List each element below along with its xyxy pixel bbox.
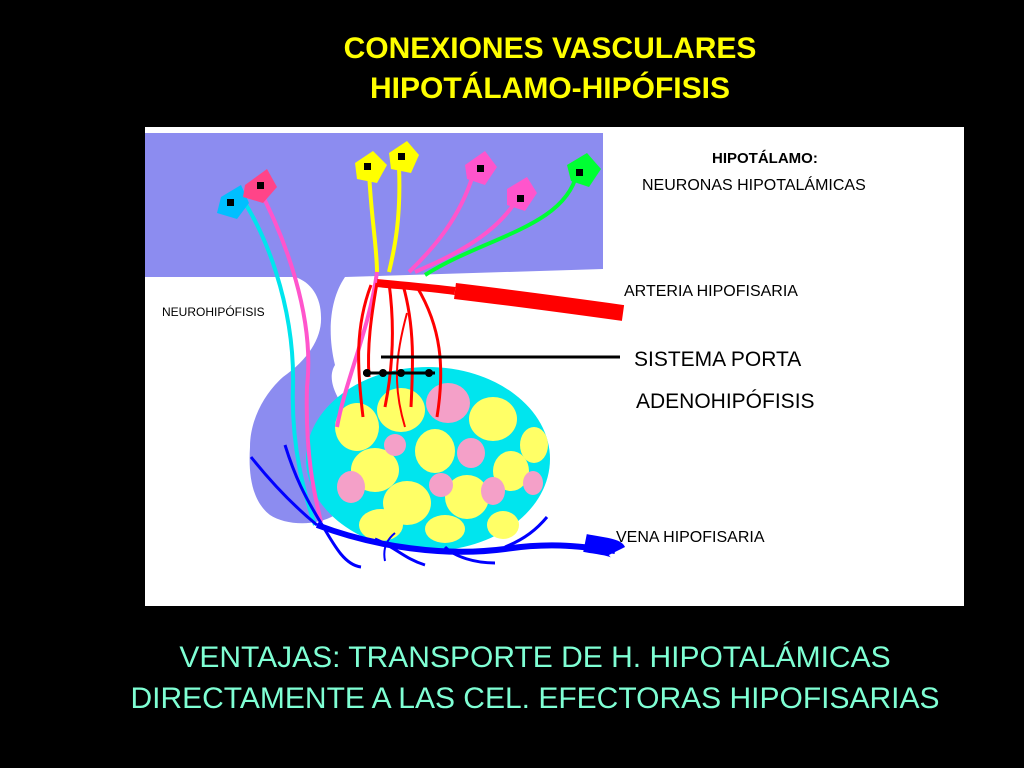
neuron-icon-green <box>567 153 601 187</box>
neuron-icon-yellow <box>389 141 419 173</box>
adenohypophysis-label: ADENOHIPÓFISIS <box>636 390 815 413</box>
neuron-icon-magenta <box>243 169 277 203</box>
neuron-icon-yellow <box>355 151 387 183</box>
footer-line-2: DIRECTAMENTE A LAS CEL. EFECTORAS HIPOFI… <box>130 682 940 715</box>
title-line-1: CONEXIONES VASCULARES <box>343 32 757 65</box>
vein-label: VENA HIPOFISARIA <box>616 529 765 546</box>
neuron-icon-magenta <box>465 151 497 185</box>
hypothalamic-neurons-label: NEURONAS HIPOTALÁMICAS <box>642 177 866 194</box>
portal-system-label: SISTEMA PORTA <box>634 348 802 371</box>
artery-label: ARTERIA HIPOFISARIA <box>624 283 798 300</box>
hypophyseal-artery <box>357 279 625 428</box>
title-line-2: HIPOTÁLAMO-HIPÓFISIS <box>370 72 730 105</box>
neurohypophysis-label: NEUROHIPÓFISIS <box>162 305 265 319</box>
neuron-icon-cyan <box>217 185 249 219</box>
hypothalamus-label: HIPOTÁLAMO: <box>712 150 818 167</box>
adenohypophysis-gland <box>306 367 550 551</box>
footer-line-1: VENTAJAS: TRANSPORTE DE H. HIPOTALÁMICAS <box>179 641 891 674</box>
hypophyseal-vein <box>249 444 626 569</box>
portal-system-pointer <box>363 355 620 377</box>
neuron-icon-magenta <box>507 177 537 211</box>
pituitary-diagram <box>145 133 626 569</box>
